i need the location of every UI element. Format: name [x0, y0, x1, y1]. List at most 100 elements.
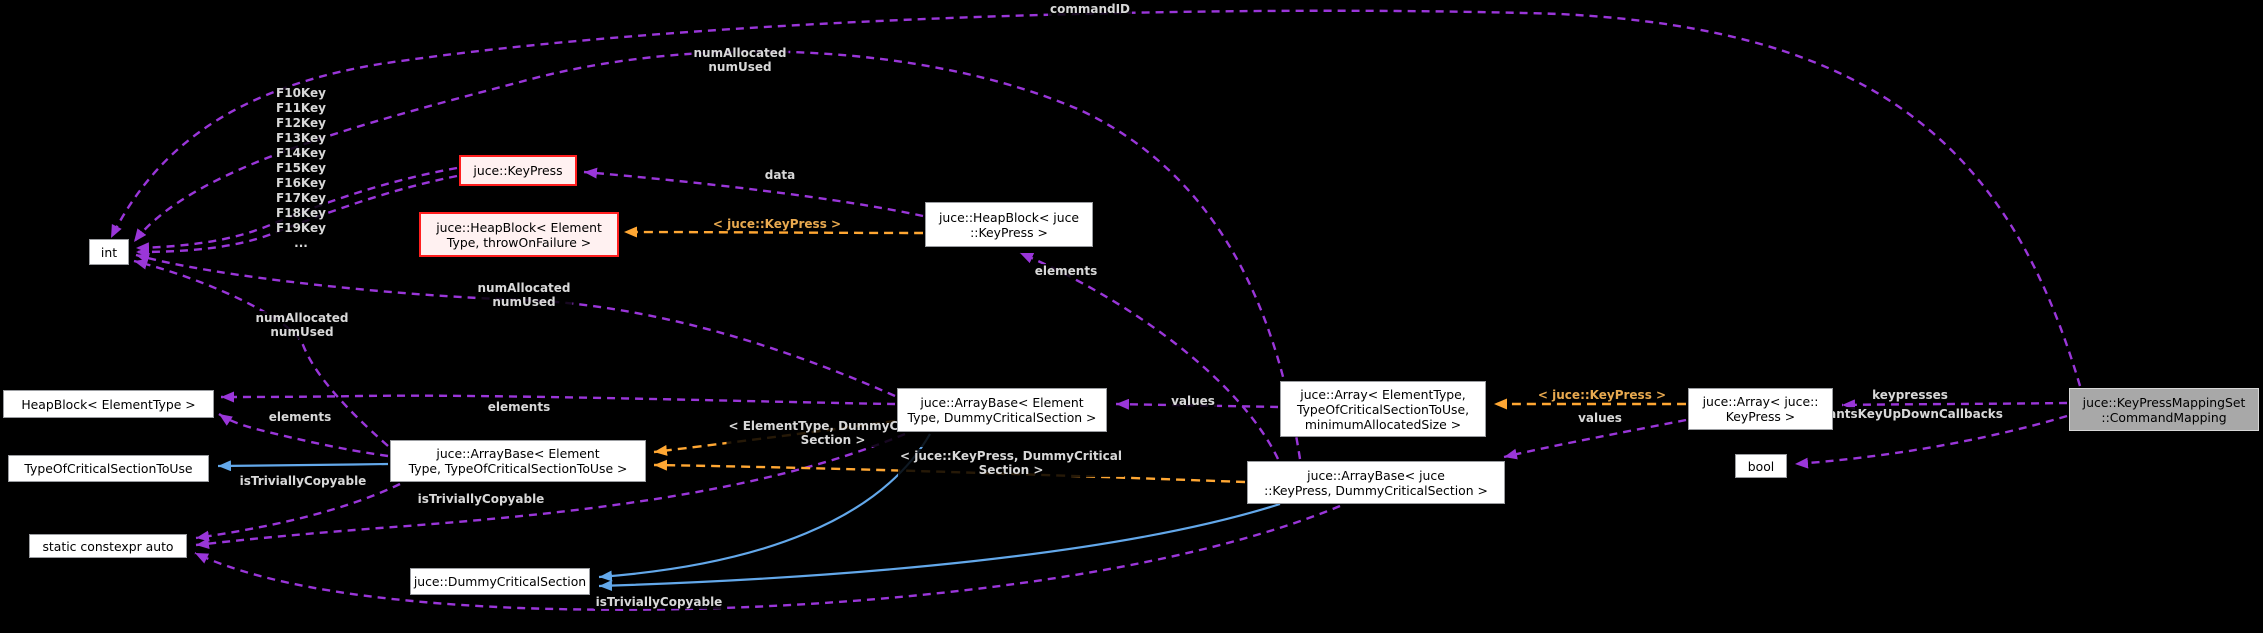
- edge-label-line: isTriviallyCopyable: [417, 492, 545, 506]
- edge-label-line: commandID: [1049, 2, 1131, 16]
- edge-label-line: F19Key: [276, 221, 326, 235]
- edge-label-istriviallycopyable-b: isTriviallyCopyable: [237, 474, 369, 488]
- node-int: int: [89, 239, 129, 265]
- edge-label-line: values: [1171, 394, 1215, 408]
- edge-label-istriviallycopyable-a: isTriviallyCopyable: [415, 492, 547, 506]
- node-label-line: Type, throwOnFailure >: [446, 234, 592, 250]
- edge-label-line: F11Key: [276, 101, 326, 115]
- edge-template-arraybase-c: [653, 459, 1246, 484]
- edge-label-line: numAllocated: [477, 281, 571, 295]
- edge-label-values-keypress: values: [1576, 411, 1624, 425]
- edge-label-data: data: [762, 168, 798, 182]
- edge-wantskeyupdowncallbacks: [1794, 414, 2068, 469]
- node-dummycriticalsection[interactable]: juce::DummyCriticalSection: [410, 568, 590, 595]
- edge-label-line: Section >: [800, 433, 866, 447]
- node-heapblock-keypress[interactable]: juce::HeapBlock< juce::KeyPress >: [925, 202, 1093, 247]
- edge-label-line: elements: [268, 410, 332, 424]
- node-label-line: ::KeyPress, DummyCriticalSection >: [1264, 482, 1488, 498]
- node-label-line: ::KeyPress >: [970, 224, 1048, 240]
- node-typeofcriticalsectiontouse: TypeOfCriticalSectionToUse: [8, 455, 209, 482]
- edge-numallocated-a-int: [135, 253, 896, 398]
- edge-label-line: numUsed: [492, 295, 556, 309]
- edge-label-values-generic: values: [1169, 394, 1217, 408]
- node-arraybase-keypress-dummy[interactable]: juce::ArrayBase< juce::KeyPress, DummyCr…: [1247, 461, 1505, 504]
- edge-label-line: < ElementType, DummyCritical: [728, 419, 938, 433]
- node-array-generic[interactable]: juce::Array< ElementType,TypeOfCriticalS…: [1280, 381, 1486, 437]
- edge-label-wantskeyupdowncallbacks: wantsKeyUpDownCallbacks: [1815, 407, 2005, 421]
- edge-values-keypress: [1503, 418, 1687, 460]
- edge-label-line: wantsKeyUpDownCallbacks: [1817, 407, 2003, 421]
- node-label-line: Type, TypeOfCriticalSectionToUse >: [408, 461, 628, 476]
- edge-label-istriviallycopyable-c: isTriviallyCopyable: [593, 595, 725, 609]
- edge-label-line: elements: [1034, 264, 1098, 278]
- edge-label-line: numAllocated: [255, 311, 349, 325]
- edge-label-line: ...: [294, 236, 308, 250]
- node-label-line: Type, DummyCriticalSection >: [907, 410, 1097, 425]
- edge-elements-long: [220, 391, 896, 406]
- edge-data: [583, 167, 924, 218]
- edge-label-commandid: commandID: [1047, 2, 1133, 16]
- node-static-constexpr-auto: static constexpr auto: [29, 534, 187, 558]
- node-heapblock-elementtype: HeapBlock< ElementType >: [3, 390, 214, 418]
- edge-label-line: F10Key: [276, 86, 326, 100]
- edge-label-line: Section >: [978, 463, 1044, 477]
- node-label-line: int: [100, 244, 118, 260]
- edge-label-line: numUsed: [708, 60, 772, 74]
- node-keypress[interactable]: juce::KeyPress: [459, 155, 577, 186]
- edge-label-line: values: [1578, 411, 1622, 425]
- node-label-line: juce::KeyPressMappingSet: [2082, 394, 2246, 410]
- edge-inherit-dummy-a: [598, 433, 931, 582]
- edge-label-line: keypresses: [1872, 388, 1948, 402]
- edge-label-template-keypress-heapblock: < juce::KeyPress >: [710, 217, 844, 231]
- edge-label-elements-long: elements: [485, 400, 553, 414]
- node-label-line: TypeOfCriticalSectionToUse,: [1296, 401, 1470, 417]
- edge-fkeys-2: [135, 174, 458, 258]
- node-label-line: TypeOfCriticalSectionToUse: [24, 461, 193, 476]
- node-label-line: minimumAllocatedSize >: [1304, 416, 1462, 432]
- node-label-line: HeapBlock< ElementType >: [21, 396, 196, 412]
- edge-label-elements-short: elements: [266, 410, 334, 424]
- edge-label-line: F13Key: [276, 131, 326, 145]
- node-label-line: juce::ArrayBase< juce: [1307, 467, 1445, 483]
- edge-values-generic: [1115, 398, 1279, 410]
- edge-template-heapblock: [623, 226, 924, 238]
- node-label-line: juce::Array< ElementType,: [1300, 386, 1466, 402]
- node-bool: bool: [1735, 454, 1787, 478]
- node-label-line: bool: [1747, 458, 1775, 474]
- node-label-line: juce::HeapBlock< Element: [436, 219, 602, 235]
- node-array-keypress[interactable]: juce::Array< juce::KeyPress >: [1688, 388, 1833, 430]
- edge-istriviallycopyable-c: [194, 504, 1341, 611]
- edge-label-elements-keypress: elements: [1032, 264, 1100, 278]
- edge-label-line: < juce::KeyPress, DummyCritical: [899, 449, 1123, 463]
- node-label-line: juce::DummyCriticalSection: [413, 574, 587, 589]
- edge-label-keypresses: keypresses: [1870, 388, 1950, 402]
- edge-inherit-dummy-c: [598, 502, 1281, 592]
- edge-label-line: F16Key: [276, 176, 326, 190]
- node-label-line: juce::ArrayBase< Element: [436, 446, 600, 461]
- edge-label-line: F14Key: [276, 146, 326, 160]
- edge-label-line: < juce::KeyPress >: [712, 217, 842, 231]
- edge-label-line: F18Key: [276, 206, 326, 220]
- edge-label-line: < juce::KeyPress >: [1537, 388, 1667, 402]
- edge-label-line: numAllocated: [693, 46, 787, 60]
- edge-label-line: elements: [487, 400, 551, 414]
- node-label-line: ::CommandMapping: [2101, 409, 2227, 425]
- edge-elements-short: [218, 413, 389, 458]
- edge-label-line: isTriviallyCopyable: [595, 595, 723, 609]
- edge-label-line: F17Key: [276, 191, 326, 205]
- node-label-line: juce::HeapBlock< juce: [938, 209, 1080, 225]
- edge-keypresses: [1841, 399, 2068, 411]
- node-commandmapping-main: juce::KeyPressMappingSet::CommandMapping: [2069, 388, 2259, 431]
- edge-label-line: data: [764, 168, 796, 182]
- node-label-line: juce::ArrayBase< Element: [920, 395, 1084, 410]
- edge-label-line: F15Key: [276, 161, 326, 175]
- edge-inherit-typeofcriticalsection: [217, 460, 389, 472]
